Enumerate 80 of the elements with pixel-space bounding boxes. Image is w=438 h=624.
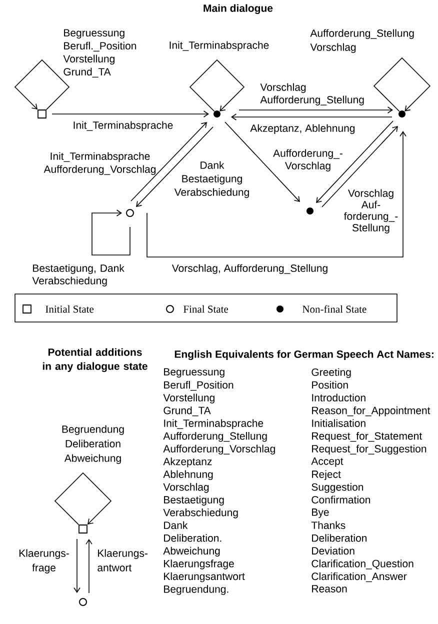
arrow [130,122,207,202]
speech-act-name: Grund_TA [164,406,211,416]
speech-act-name: Aufforderung_Stellung [163,432,267,442]
edge-label: Klaerungs- antwort [98,549,148,572]
english-equivalent: Introduction [312,394,366,402]
english-equivalent: Deliberation [312,534,367,542]
edge-label: Init_Terminabsprache Aufforderung_Vorschlag [44,152,156,175]
english-equivalent: Reason [312,585,347,592]
loop-arrow [189,59,245,112]
arrow [52,110,209,118]
arrow [316,120,394,203]
legend-label: Initial State [46,305,94,313]
state-circle [126,209,134,217]
english-equivalent: Confirmation [312,496,370,504]
english-equivalent: Reason_for_Appointment [312,406,430,416]
english-equivalent: Clarification_Question [312,560,414,570]
edge-label: Aufforderung_Stellung Vorschlag [310,29,414,53]
state-dot [306,208,314,214]
edge-label: Vorschlag Auf- forderung_- Stellung [344,189,398,234]
english-equivalent: Position [312,380,348,389]
speech-act-name: Bestaetigung [164,496,224,506]
speech-act-name: Berufl_Position [164,380,234,391]
speech-act-name: Begruessung [164,368,224,378]
speech-act-name: Begruendung. [164,585,228,595]
state-dot [214,110,220,118]
edge-label: Vorschlag, Aufforderung_Stellung [172,264,328,274]
loop-arrow [373,57,431,112]
arrow [146,131,406,258]
state-circle [79,598,87,606]
arrow [136,126,214,207]
speech-act-name: Abweichung [163,546,220,557]
english-equivalent: Deviation [312,546,354,555]
state-square [78,524,88,534]
english-equivalent: Request_for_Suggestion [312,444,426,455]
arrow [322,126,398,208]
state-dot [398,110,406,118]
edge-label: Akzeptanz, Ablehnung [250,124,355,134]
speech-act-name: Akzeptanz [163,458,212,468]
speech-act-name: Dank [164,521,188,530]
english-equivalent: Suggestion [312,483,364,493]
edge-label: Begruessung Berufl._Position Vorstellung Grund_TA [63,29,136,78]
arrow [231,114,392,120]
speech-act-name: Deliberation. [164,534,222,542]
legend-label: Final State [184,305,228,313]
speech-act-name: Init_Terminabsprache [164,419,264,429]
edge-label: Aufforderung_- Vorschlag [273,149,342,172]
speech-act-name: Klaerungsantwort [164,572,245,582]
heading: English Equivalents for German Speech Act Names: [174,350,434,360]
speech-act-name: Aufforderung_Vorschlag [163,444,275,455]
edge-label: Init_Terminabsprache [74,121,173,131]
state-square [38,110,46,118]
english-equivalent: Reject [312,470,341,480]
edge-label: Begruendung Deliberation Abweichung [62,425,124,464]
legend-label: Non-final State [302,305,366,313]
speech-act-name: Klaerungsfrage [164,560,234,570]
speech-act-name: Vorstellung [163,394,214,404]
loop-arrow [92,210,130,256]
english-equivalent: Request_for_Statement [312,432,422,442]
edge-label: Init_Terminabsprache [170,41,269,51]
arrow [86,539,92,594]
speech-act-name: Ablehnung [163,470,213,480]
loop-arrow [14,59,70,110]
speech-act-name: Vorschlag [163,483,209,493]
edge-label: Klaerungs- frage [19,549,69,574]
edge-label: Vorschlag Aufforderung_Stellung [260,83,364,106]
edge-label: Dank Bestaetigung Verabschiedung [174,161,249,198]
edge-label: Bestaetigung, Dank Verabschiedung [32,264,124,286]
english-equivalent: Initialisation [312,419,366,427]
english-equivalent: Greeting [312,368,351,378]
arrow [74,538,80,593]
arrow [238,106,393,114]
speech-act-name: Verabschiedung [163,508,238,518]
arrow [224,122,300,202]
title: Main dialogue [204,4,273,14]
english-equivalent: Bye [312,508,329,518]
english-equivalent: Clarification_Answer [312,572,407,582]
english-equivalent: Accept [311,458,344,467]
heading: Potential additions in any dialogue state [42,348,148,372]
loop-arrow [54,472,112,525]
english-equivalent: Thanks [311,521,346,530]
